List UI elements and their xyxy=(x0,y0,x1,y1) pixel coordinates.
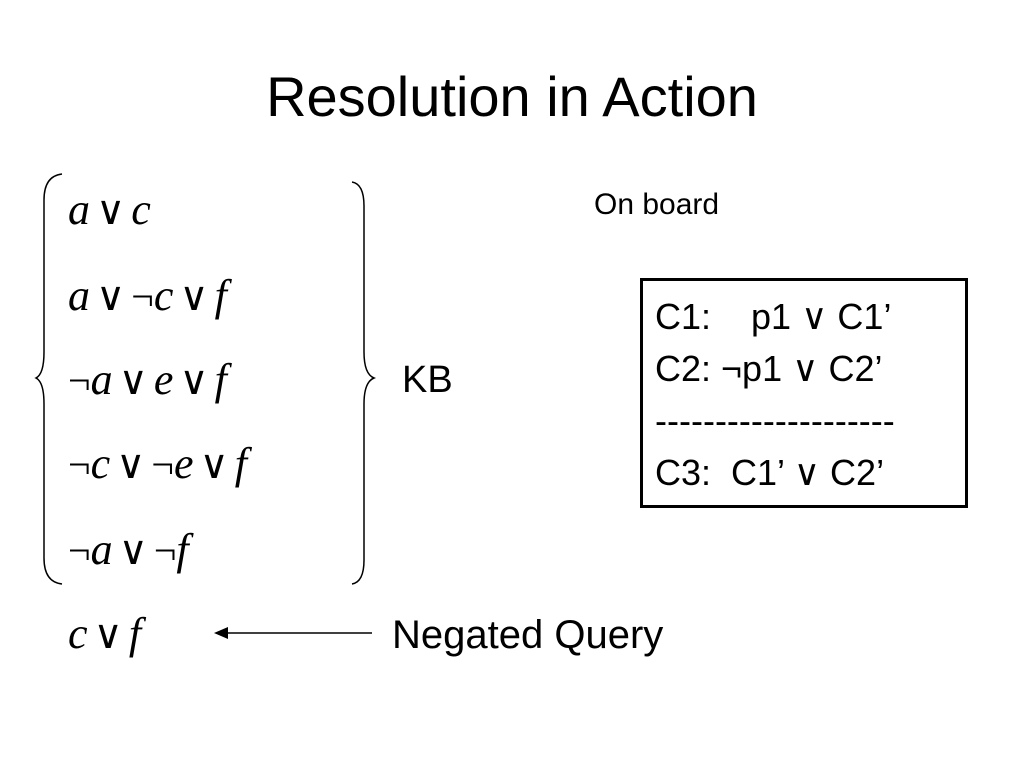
clause-variable: f xyxy=(128,609,142,658)
kb-clause-2: a∨¬c∨f xyxy=(68,270,227,323)
clause-or-operator: ∨ xyxy=(179,274,209,319)
clause-or-operator: ∨ xyxy=(96,188,126,233)
on-board-note: On board xyxy=(594,188,720,221)
kb-clause-5: ¬a∨¬f xyxy=(68,524,189,577)
clause-negation: ¬ xyxy=(68,442,91,487)
clause-or-operator: ∨ xyxy=(116,442,146,487)
clause-variable: c xyxy=(90,439,111,488)
rule-line-separator: -------------------- xyxy=(655,400,895,441)
clause-variable: c xyxy=(68,609,88,658)
clause-variable: a xyxy=(90,525,113,574)
clause-variable: c xyxy=(131,185,151,234)
clause-variable: e xyxy=(153,355,174,404)
clause-negation: ¬ xyxy=(68,528,91,573)
negated-query-clause: c∨f xyxy=(68,608,141,661)
clause-or-operator: ∨ xyxy=(96,274,126,319)
clause-variable: c xyxy=(153,271,174,320)
kb-clause-4: ¬c∨¬e∨f xyxy=(68,438,247,491)
rule-line-c1: C1: p1 ∨ C1’ xyxy=(655,296,892,337)
clause-variable: f xyxy=(214,271,227,320)
clause-variable: a xyxy=(68,271,90,320)
clause-variable: f xyxy=(176,525,189,574)
kb-clause-3: ¬a∨e∨f xyxy=(68,354,227,407)
rule-line-c3: C3: C1’ ∨ C2’ xyxy=(655,452,885,493)
clause-or-operator: ∨ xyxy=(199,442,229,487)
clause-negation: ¬ xyxy=(153,528,177,573)
clause-negation: ¬ xyxy=(68,358,91,403)
clause-or-operator: ∨ xyxy=(93,612,123,657)
kb-label: KB xyxy=(402,359,453,401)
negated-query-label: Negated Query xyxy=(392,613,664,657)
clause-or-operator: ∨ xyxy=(118,358,148,403)
rule-line-c2: C2: ¬p1 ∨ C2’ xyxy=(655,348,883,389)
resolution-rule-box: C1: p1 ∨ C1’ C2: ¬p1 ∨ C2’ -------------… xyxy=(640,278,968,508)
clause-variable: e xyxy=(173,439,194,488)
clause-or-operator: ∨ xyxy=(179,358,209,403)
slide-title: Resolution in Action xyxy=(266,65,758,128)
clause-or-operator: ∨ xyxy=(118,528,148,573)
clause-negation: ¬ xyxy=(131,274,154,319)
kb-clause-1: a∨c xyxy=(68,184,151,237)
clause-variable: f xyxy=(214,355,227,404)
clause-variable: a xyxy=(90,355,113,404)
clause-variable: f xyxy=(234,439,247,488)
clause-variable: a xyxy=(68,185,90,234)
clause-negation: ¬ xyxy=(151,442,174,487)
